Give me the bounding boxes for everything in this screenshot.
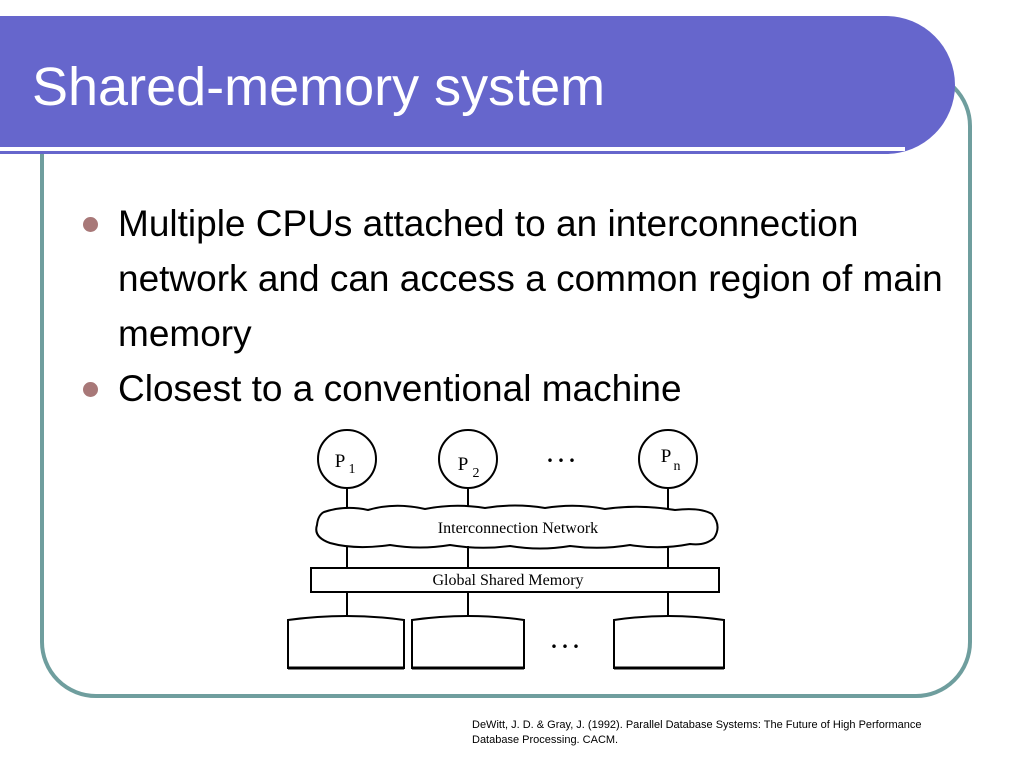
disk-2 bbox=[411, 615, 525, 670]
processor-ellipsis: . . . bbox=[547, 442, 575, 467]
processor-letter: P bbox=[661, 446, 672, 467]
slide-title: Shared-memory system bbox=[32, 57, 606, 117]
slide-frame bbox=[40, 70, 972, 698]
processor-letter: P bbox=[458, 454, 469, 475]
processor-subscript: n bbox=[674, 459, 681, 474]
processor-letter: P bbox=[335, 451, 346, 472]
title-bar: Shared-memory system bbox=[0, 16, 955, 154]
processor-p1: P 1 bbox=[317, 429, 377, 489]
citation: DeWitt, J. D. & Gray, J. (1992). Paralle… bbox=[472, 719, 922, 746]
bullet-text: Closest to a conventional machine bbox=[118, 368, 682, 409]
processor-subscript: 1 bbox=[349, 462, 356, 477]
bullet-item: Multiple CPUs attached to an interconnec… bbox=[80, 196, 960, 361]
disk-ellipsis: . . . bbox=[551, 628, 579, 653]
bullet-item: Closest to a conventional machine bbox=[80, 361, 960, 416]
bullet-text: Multiple CPUs attached to an interconnec… bbox=[118, 203, 943, 354]
disk-1 bbox=[287, 615, 405, 670]
processor-p2: P 2 bbox=[438, 429, 498, 489]
bullet-dot-icon bbox=[83, 217, 98, 232]
bullet-dot-icon bbox=[83, 382, 98, 397]
memory-disk-connectors bbox=[346, 592, 669, 616]
global-shared-memory-label: Global Shared Memory bbox=[432, 572, 583, 589]
disk-n bbox=[613, 615, 725, 670]
processor-pn: P n bbox=[638, 429, 698, 489]
processor-subscript: 2 bbox=[473, 466, 480, 481]
bullet-list: Multiple CPUs attached to an interconnec… bbox=[80, 196, 960, 416]
global-shared-memory-box bbox=[310, 567, 720, 593]
network-memory-connectors bbox=[346, 546, 669, 568]
interconnection-network-label: Interconnection Network bbox=[438, 520, 598, 537]
title-underline bbox=[0, 147, 905, 151]
interconnection-network-shape bbox=[315, 504, 719, 550]
